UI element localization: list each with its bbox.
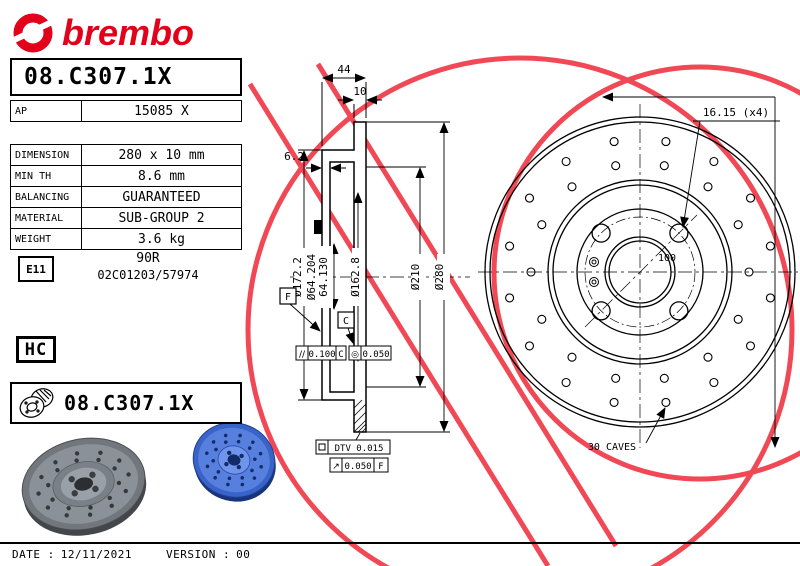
centerlines	[478, 104, 798, 448]
spec-value: 3.6 kg	[138, 231, 185, 247]
dim-overall-width: 44	[337, 63, 351, 76]
part-number-text: 08.C307.1X	[24, 64, 173, 90]
pin-holes	[589, 257, 599, 287]
bolt-holes	[591, 223, 689, 321]
concentricity-frame: ◎ 0.050	[348, 345, 392, 361]
spec-value: 8.6 mm	[138, 168, 185, 184]
dim-thickness-lines	[338, 95, 382, 118]
label-backers	[294, 246, 450, 308]
runout-frame: ↗ 0.050 F	[329, 457, 389, 473]
blue-disc-drill-dots	[205, 433, 263, 487]
dim-bolt-circle: 100	[658, 253, 676, 264]
spec-value: 15085 X	[134, 103, 189, 119]
disc-section-profile	[321, 121, 367, 433]
diameter-dimension-lines	[298, 121, 450, 433]
datum-c: C	[337, 311, 355, 344]
dim-bolt-hole: 16.15 (x4)	[703, 106, 769, 119]
gray-disc-drill-dots	[36, 450, 131, 518]
main-part-number: 08.C307.1X	[10, 58, 242, 96]
svg-text:0.050: 0.050	[344, 462, 371, 472]
front-view: 16.15 (x4) 100 30 CAVES	[478, 92, 798, 453]
gray-disc-photo	[21, 437, 147, 536]
drill-holes-outer-ring	[505, 137, 775, 407]
dim-overall-width-lines	[321, 73, 367, 146]
spec-row-balancing: BALANCING GUARANTEED	[10, 186, 242, 208]
spec-row-material: MATERIAL SUB-GROUP 2	[10, 207, 242, 229]
datum-f: F	[279, 287, 321, 332]
dim-thickness: 10	[353, 85, 366, 98]
dtv-leader	[355, 432, 361, 441]
disc-circles	[484, 116, 796, 428]
spec-label: MIN TH	[11, 166, 82, 186]
spec-label: WEIGHT	[11, 229, 82, 249]
section-hatch	[353, 399, 367, 433]
blue-disc-bolt-holes	[224, 450, 244, 470]
disc-icon	[19, 388, 54, 418]
hc-badge: HC	[16, 336, 56, 363]
spec-value: GUARANTEED	[122, 189, 201, 205]
spec-row-weight: WEIGHT 3.6 kg	[10, 228, 242, 250]
svg-text:F: F	[378, 462, 383, 472]
svg-text:0.100: 0.100	[308, 350, 335, 360]
footer-version-label: VERSION :	[165, 548, 231, 561]
svg-text:C: C	[343, 316, 349, 327]
dim-mid-diameter: Ø210	[409, 264, 422, 291]
drill-holes-inner-ring	[526, 161, 754, 383]
dim-outer-diameter: Ø280	[433, 264, 446, 291]
spec-row-dimension: DIMENSION 280 x 10 mm	[10, 144, 242, 166]
disc-part-number-row: 08.C307.1X	[10, 382, 242, 424]
footer-version-value: 00	[236, 548, 251, 561]
parallelism-frame: // 0.100 C	[295, 345, 347, 361]
caves-label: 30 CAVES	[588, 442, 636, 453]
spec-label: DIMENSION	[11, 145, 82, 165]
abs-ring-block	[314, 220, 322, 234]
spec-value: 280 x 10 mm	[118, 147, 205, 163]
runout-icon: ↗	[332, 462, 340, 472]
spec-label: AP	[11, 101, 82, 121]
spec-label: BALANCING	[11, 187, 82, 207]
gray-disc-bolt-holes	[68, 471, 99, 497]
homologation-number: 90R 02C01203/57974	[54, 248, 242, 286]
brembo-logo-icon	[12, 13, 54, 53]
parallelism-icon: //	[299, 350, 306, 360]
caves-callout: 30 CAVES	[588, 407, 666, 453]
spec-value: SUB-GROUP 2	[118, 210, 205, 226]
section-view: 44 10 6.2	[279, 63, 470, 473]
dim-inner-diameter: Ø162.8	[349, 257, 362, 297]
overall-dimension-lines	[602, 92, 780, 448]
footer-date-value: 12/11/2021	[60, 548, 132, 561]
spec-row-min-th: MIN TH 8.6 mm	[10, 165, 242, 187]
homologation-line1: 90R	[136, 251, 160, 266]
footer-date-label: DATE :	[12, 548, 55, 561]
footer-divider	[0, 542, 800, 544]
dim-bell-diameter: Ø172.2	[291, 257, 304, 297]
footer: DATE : 12/11/2021 VERSION : 00	[12, 548, 250, 561]
svg-text:0.050: 0.050	[362, 350, 389, 360]
dim-flange: 6.2	[284, 150, 304, 163]
dtv-frame: DTV 0.015	[315, 439, 391, 455]
dtv-symbol-icon	[318, 443, 326, 451]
dim-bore-lower: 64.130	[317, 257, 330, 297]
disc-part-number-text: 08.C307.1X	[64, 391, 195, 415]
e11-badge: E11	[18, 256, 54, 282]
brand-header: brembo	[12, 12, 194, 54]
svg-text:C: C	[338, 350, 343, 360]
bolt-circle	[584, 216, 696, 328]
brembo-wordmark: brembo	[62, 12, 195, 53]
dim-bore-upper: Ø64.204	[305, 253, 318, 300]
spec-label: MATERIAL	[11, 208, 82, 228]
blue-disc-photo	[192, 422, 276, 502]
homologation-line2: 02C01203/57974	[97, 268, 199, 282]
bolt-hole-dimension: 16.15 (x4)	[680, 106, 780, 228]
svg-text:F: F	[285, 292, 291, 303]
dtv-value: DTV 0.015	[335, 444, 384, 454]
homologation-row: E11 90R 02C01203/57974	[10, 248, 242, 286]
spec-row-ap: AP 15085 X	[10, 100, 242, 122]
concentricity-icon: ◎	[351, 350, 359, 360]
